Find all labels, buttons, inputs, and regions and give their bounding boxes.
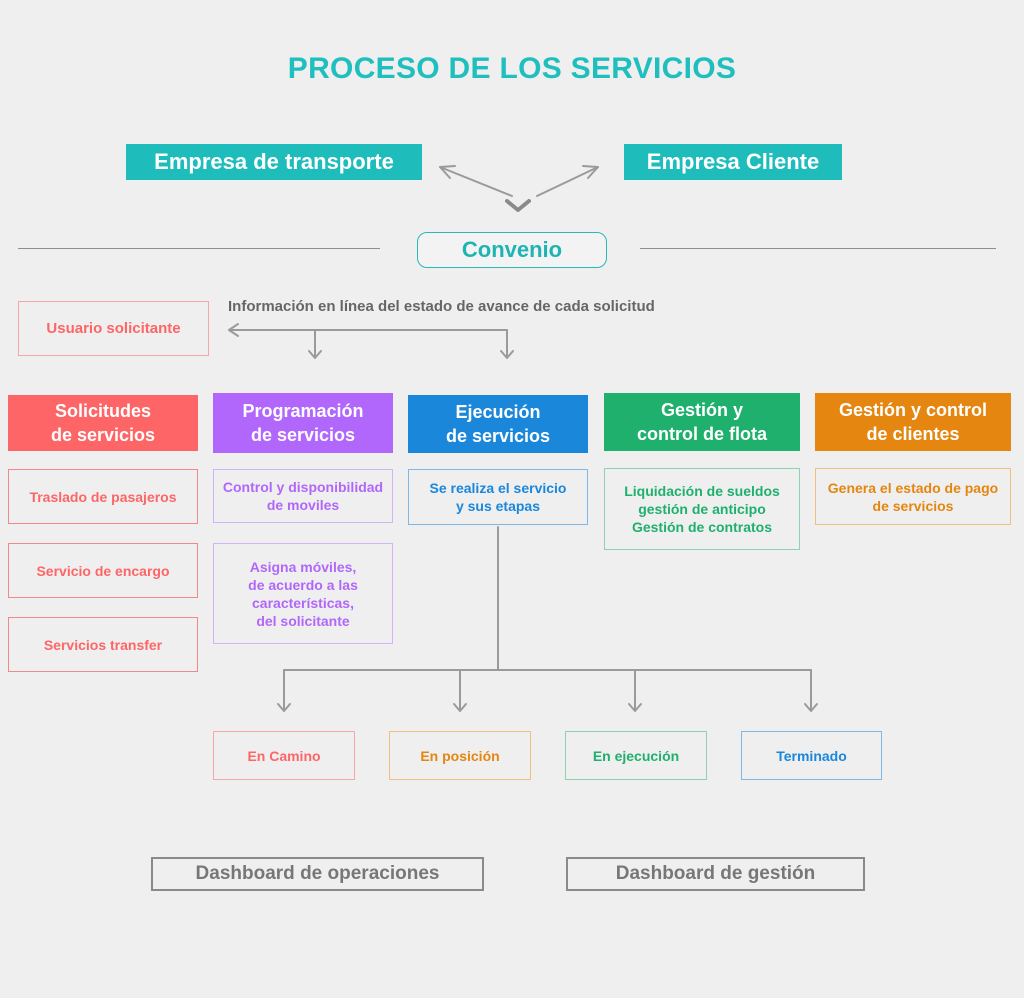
item-realiza-servicio: Se realiza el servicio y sus etapas — [408, 469, 588, 525]
usuario-solicitante-box: Usuario solicitante — [18, 301, 209, 356]
divider-right — [640, 248, 996, 249]
item-liquidacion: Liquidación de sueldos gestión de antici… — [604, 468, 800, 550]
party-empresa-transporte: Empresa de transporte — [126, 144, 422, 180]
header-ejecucion: Ejecución de servicios — [408, 395, 588, 453]
state-en-ejecucion: En ejecución — [565, 731, 707, 780]
header-solicitudes: Solicitudes de servicios — [8, 395, 198, 451]
state-terminado: Terminado — [741, 731, 882, 780]
header-programacion: Programación de servicios — [213, 393, 393, 453]
arrow-down-programacion — [308, 329, 322, 359]
item-servicios-transfer: Servicios transfer — [8, 617, 198, 672]
item-traslado-pasajeros: Traslado de pasajeros — [8, 469, 198, 524]
info-text: Información en línea del estado de avanc… — [228, 298, 655, 315]
item-servicio-encargo: Servicio de encargo — [8, 543, 198, 598]
party-empresa-cliente: Empresa Cliente — [624, 144, 842, 180]
item-asigna-moviles: Asigna móviles, de acuerdo a las caracte… — [213, 543, 393, 644]
arrow-down-en-posicion — [453, 669, 467, 712]
header-gestion-flota: Gestión y control de flota — [604, 393, 800, 451]
convenio-box: Convenio — [417, 232, 607, 268]
item-estado-pago: Genera el estado de pago de servicios — [815, 468, 1011, 525]
arrow-to-client — [536, 165, 599, 197]
divider-left — [18, 248, 380, 249]
header-gestion-clientes: Gestión y control de clientes — [815, 393, 1011, 451]
page-title: PROCESO DE LOS SERVICIOS — [287, 52, 737, 85]
chevron-down-icon — [505, 199, 531, 212]
arrow-down-en-camino — [277, 669, 291, 712]
item-control-disponibilidad: Control y disponibilidad de moviles — [213, 469, 393, 523]
arrow-down-ejecucion — [500, 329, 514, 359]
arrow-to-transport — [439, 165, 513, 197]
arrow-to-usuario — [228, 323, 508, 337]
state-en-posicion: En posición — [389, 731, 531, 780]
dashboard-gestion: Dashboard de gestión — [566, 857, 865, 891]
arrow-down-terminado — [804, 669, 818, 712]
arrow-down-en-ejecucion — [628, 669, 642, 712]
dashboard-operaciones: Dashboard de operaciones — [151, 857, 484, 891]
state-en-camino: En Camino — [213, 731, 355, 780]
